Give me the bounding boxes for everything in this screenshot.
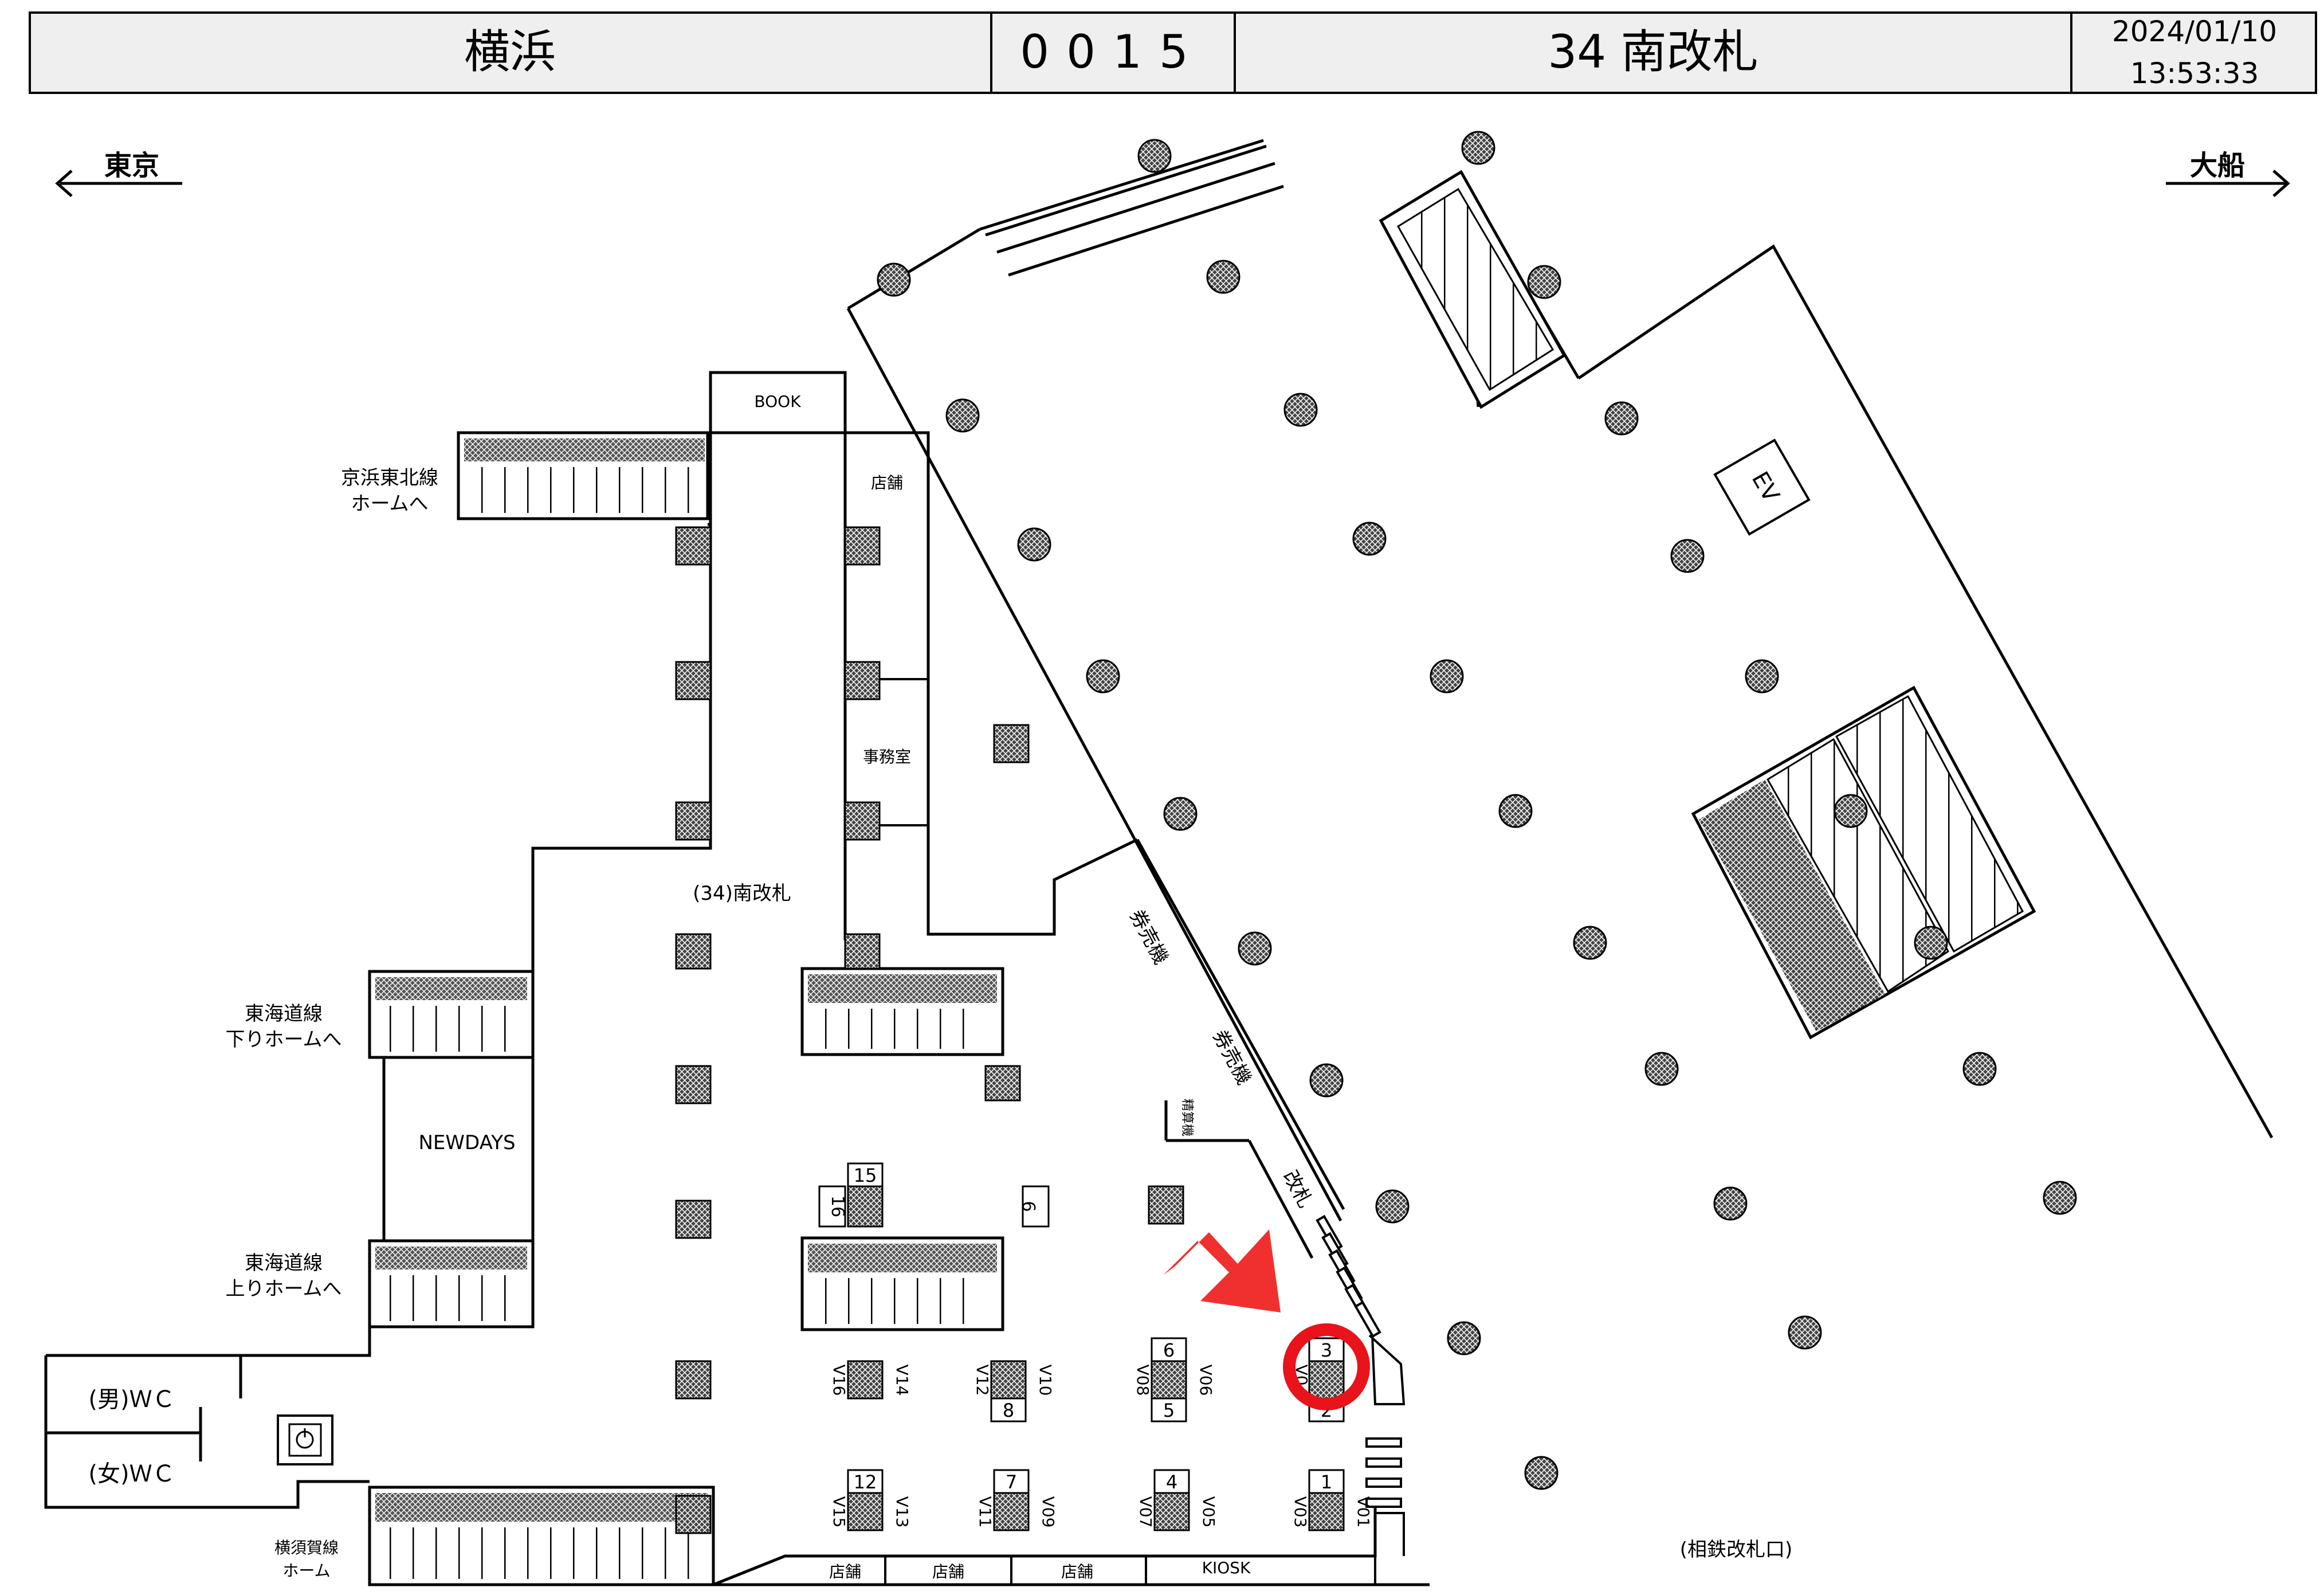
board-v10: V10: [1036, 1365, 1055, 1396]
stairs-top-right: [1379, 170, 1567, 409]
keihin-label-2: ホームへ: [351, 492, 429, 515]
highlight-marker: [1163, 1229, 1370, 1410]
stairs-yokosuka: [368, 1486, 715, 1586]
highlight-circle: [1283, 1323, 1370, 1410]
sotetsu-gate-label: (相鉄改札口): [1680, 1538, 1793, 1561]
wc-female-label: (女)ＷＣ: [88, 1461, 175, 1487]
keihin-label-1: 京浜東北線: [341, 467, 438, 489]
board-15: 15: [854, 1165, 877, 1186]
bottom-shops: [884, 1556, 1376, 1585]
board-16: 16: [827, 1196, 847, 1217]
pillars-round: [877, 131, 2077, 1490]
shop-bottom-3: 店舗: [1061, 1562, 1093, 1581]
elevator: EV: [1713, 438, 1811, 536]
station-code: 0015: [1020, 25, 1206, 79]
direction-ofuna: 大船: [2190, 150, 2245, 182]
board-7: 7: [1006, 1471, 1017, 1493]
stairs-tokaido-down: [368, 970, 535, 1059]
gate-name-label: (34)南改札: [693, 882, 791, 905]
board-12: 12: [854, 1471, 877, 1493]
tokaido-up-label-1: 東海道線: [245, 1252, 323, 1275]
board-v01: V01: [1354, 1496, 1373, 1528]
tokaido-down-label-1: 東海道線: [245, 1002, 323, 1025]
board-v03: V03: [1291, 1496, 1310, 1528]
direction-right: 大船: [2166, 150, 2290, 197]
yokosuka-label-2: ホーム: [282, 1561, 330, 1580]
board-v08: V08: [1133, 1365, 1152, 1396]
board-6: 6: [1163, 1339, 1175, 1361]
stairs-center-lower: [800, 1236, 1004, 1331]
board-3: 3: [1321, 1339, 1332, 1361]
stairs-right-mid: [1691, 685, 2036, 1040]
board-v05: V05: [1199, 1496, 1218, 1528]
right-block: [979, 139, 2274, 1139]
pillars-square: [675, 526, 1184, 1534]
stairs-keihin: [457, 431, 709, 520]
board-v14: V14: [893, 1365, 912, 1396]
newdays: NEWDAYS: [382, 1056, 535, 1243]
kiosk-label: KIOSK: [1202, 1558, 1251, 1577]
shop-bottom-1: 店舗: [829, 1562, 861, 1581]
board-v12: V12: [973, 1365, 992, 1396]
tokaido-up-label-2: 上りホームへ: [226, 1277, 342, 1300]
header-date: 2024/01/10: [2112, 15, 2277, 48]
accessible-toilet-icon: [277, 1414, 333, 1465]
shop-bottom-2: 店舗: [932, 1562, 964, 1581]
yokosuka-label-1: 横須賀線: [274, 1538, 339, 1557]
board-4: 4: [1166, 1471, 1177, 1493]
stairs-tokaido-up: [368, 1239, 535, 1328]
board-9: 9: [1020, 1201, 1040, 1212]
ad-boards: 15 16 9 V16 V14 8 V12 V10 6 5 V08 V06 3 …: [818, 1162, 1373, 1531]
book-label: BOOK: [754, 392, 801, 411]
board-v07: V07: [1136, 1496, 1155, 1528]
ticket-machine-label-2: 券売機: [1208, 1026, 1255, 1088]
svg-text:NEWDAYS: NEWDAYS: [418, 1131, 515, 1154]
shop-label-top: 店舗: [871, 473, 903, 492]
board-v11: V11: [976, 1496, 995, 1528]
board-5: 5: [1163, 1400, 1175, 1421]
floor-outline: [44, 371, 1430, 1586]
board-1: 1: [1321, 1471, 1332, 1493]
board-v09: V09: [1039, 1496, 1058, 1528]
gate-title: 34 南改札: [1548, 25, 1758, 79]
board-v15: V15: [830, 1496, 849, 1528]
board-8: 8: [1003, 1400, 1014, 1421]
direction-tokyo: 東京: [104, 150, 159, 182]
arrow-icon: [1163, 1229, 1281, 1312]
ticket-gates: [1316, 1214, 1406, 1556]
direction-left: 東京: [55, 150, 182, 197]
board-v16: V16: [830, 1365, 849, 1396]
header-bar: 横浜 0015 34 南改札 2024/01/10 13:53:33: [29, 11, 2317, 94]
tokaido-down-label-2: 下りホームへ: [226, 1028, 342, 1051]
stairs-center-upper: [800, 967, 1004, 1056]
office-label: 事務室: [863, 747, 911, 766]
board-v13: V13: [893, 1496, 912, 1528]
diagonal-corridor: [846, 228, 1345, 1259]
header-time: 13:53:33: [2130, 57, 2259, 90]
station-name: 横浜: [464, 25, 556, 79]
board-v06: V06: [1196, 1365, 1215, 1396]
ticket-machine-label-1: 券売機: [1125, 906, 1172, 968]
fare-adjust-label: 精算機: [1180, 1099, 1194, 1137]
wc-male-label: (男)ＷＣ: [88, 1386, 175, 1413]
